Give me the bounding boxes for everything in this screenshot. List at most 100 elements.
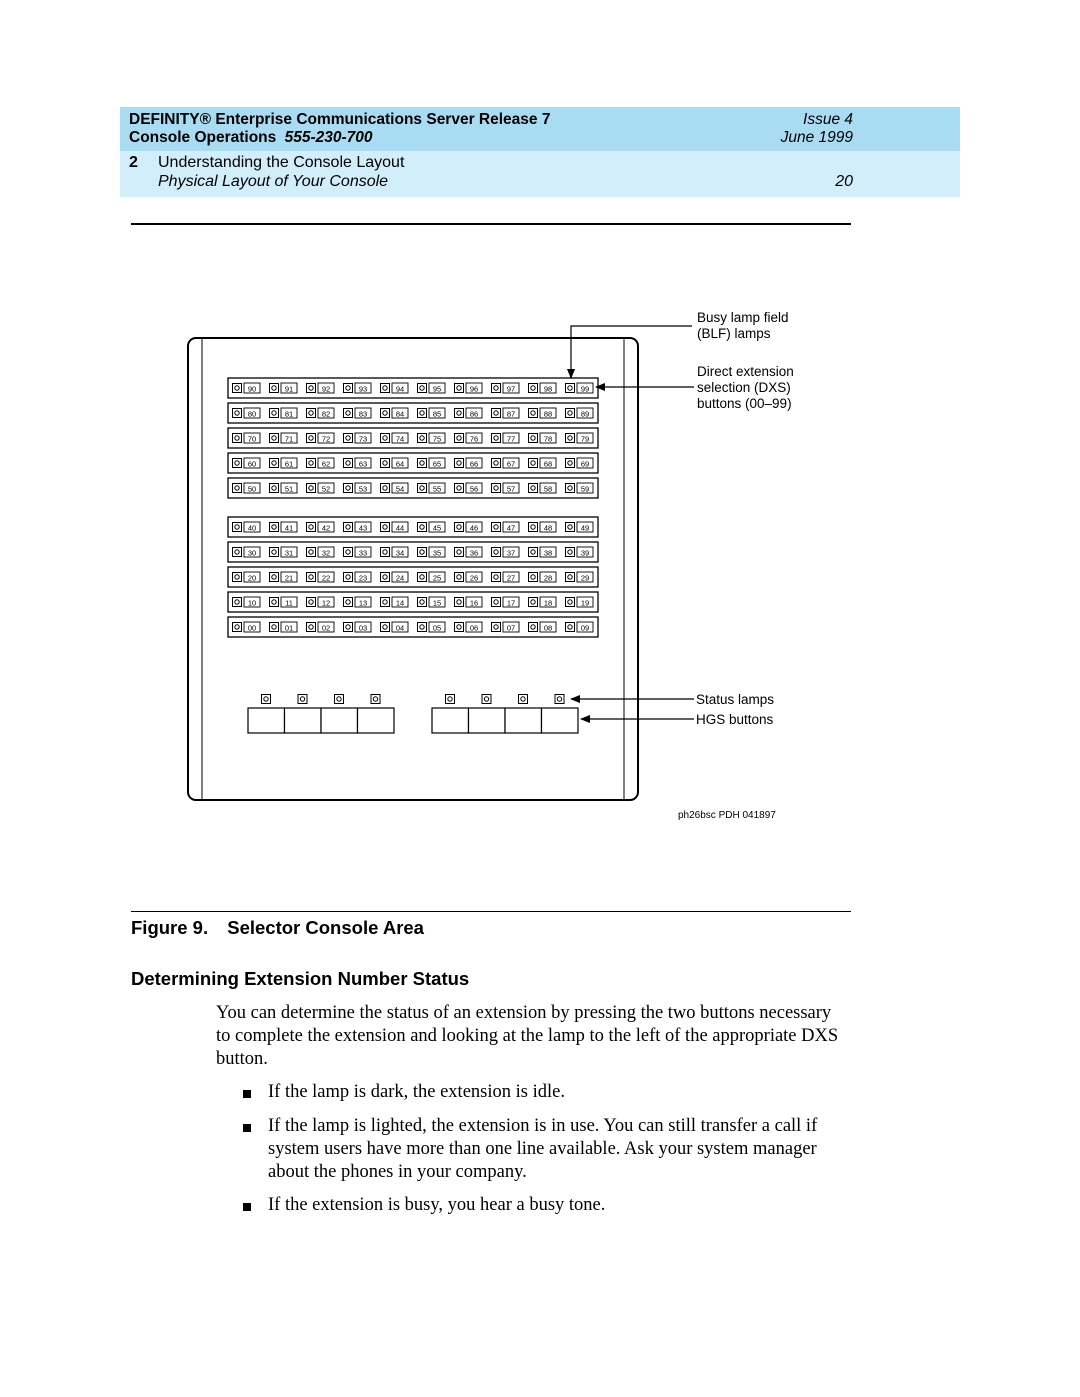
dxs-button-32[interactable]: 32 bbox=[306, 546, 335, 558]
dxs-button-08[interactable]: 08 bbox=[528, 621, 557, 633]
dxs-button-69[interactable]: 69 bbox=[565, 457, 594, 469]
hgs-button[interactable] bbox=[247, 707, 286, 734]
dxs-button-98[interactable]: 98 bbox=[528, 382, 557, 394]
hgs-button[interactable] bbox=[356, 707, 395, 734]
dxs-button-27[interactable]: 27 bbox=[491, 571, 520, 583]
dxs-button-19[interactable]: 19 bbox=[565, 596, 594, 608]
dxs-button-17[interactable]: 17 bbox=[491, 596, 520, 608]
dxs-button-14[interactable]: 14 bbox=[380, 596, 409, 608]
dxs-button-93[interactable]: 93 bbox=[343, 382, 372, 394]
dxs-button-50[interactable]: 50 bbox=[232, 482, 261, 494]
dxs-button-68[interactable]: 68 bbox=[528, 457, 557, 469]
dxs-button-20[interactable]: 20 bbox=[232, 571, 261, 583]
dxs-button-81[interactable]: 81 bbox=[269, 407, 298, 419]
dxs-button-10[interactable]: 10 bbox=[232, 596, 261, 608]
dxs-button-01[interactable]: 01 bbox=[269, 621, 298, 633]
dxs-button-59[interactable]: 59 bbox=[565, 482, 594, 494]
dxs-button-25[interactable]: 25 bbox=[417, 571, 446, 583]
dxs-button-06[interactable]: 06 bbox=[454, 621, 483, 633]
dxs-button-04[interactable]: 04 bbox=[380, 621, 409, 633]
dxs-button-71[interactable]: 71 bbox=[269, 432, 298, 444]
dxs-button-38[interactable]: 38 bbox=[528, 546, 557, 558]
dxs-button-88[interactable]: 88 bbox=[528, 407, 557, 419]
dxs-button-00[interactable]: 00 bbox=[232, 621, 261, 633]
dxs-button-41[interactable]: 41 bbox=[269, 521, 298, 533]
dxs-button-54[interactable]: 54 bbox=[380, 482, 409, 494]
dxs-button-44[interactable]: 44 bbox=[380, 521, 409, 533]
hgs-button[interactable] bbox=[540, 707, 579, 734]
dxs-button-46[interactable]: 46 bbox=[454, 521, 483, 533]
dxs-button-15[interactable]: 15 bbox=[417, 596, 446, 608]
dxs-button-51[interactable]: 51 bbox=[269, 482, 298, 494]
dxs-button-67[interactable]: 67 bbox=[491, 457, 520, 469]
dxs-button-84[interactable]: 84 bbox=[380, 407, 409, 419]
dxs-button-63[interactable]: 63 bbox=[343, 457, 372, 469]
dxs-button-87[interactable]: 87 bbox=[491, 407, 520, 419]
dxs-button-62[interactable]: 62 bbox=[306, 457, 335, 469]
dxs-button-11[interactable]: 11 bbox=[269, 596, 298, 608]
dxs-button-79[interactable]: 79 bbox=[565, 432, 594, 444]
dxs-button-49[interactable]: 49 bbox=[565, 521, 594, 533]
dxs-button-39[interactable]: 39 bbox=[565, 546, 594, 558]
dxs-button-36[interactable]: 36 bbox=[454, 546, 483, 558]
dxs-button-53[interactable]: 53 bbox=[343, 482, 372, 494]
dxs-button-75[interactable]: 75 bbox=[417, 432, 446, 444]
dxs-button-29[interactable]: 29 bbox=[565, 571, 594, 583]
dxs-button-65[interactable]: 65 bbox=[417, 457, 446, 469]
dxs-button-83[interactable]: 83 bbox=[343, 407, 372, 419]
dxs-button-73[interactable]: 73 bbox=[343, 432, 372, 444]
dxs-button-74[interactable]: 74 bbox=[380, 432, 409, 444]
hgs-button[interactable] bbox=[320, 707, 359, 734]
dxs-button-07[interactable]: 07 bbox=[491, 621, 520, 633]
hgs-button[interactable] bbox=[431, 707, 470, 734]
dxs-button-78[interactable]: 78 bbox=[528, 432, 557, 444]
dxs-button-28[interactable]: 28 bbox=[528, 571, 557, 583]
dxs-button-80[interactable]: 80 bbox=[232, 407, 261, 419]
dxs-button-97[interactable]: 97 bbox=[491, 382, 520, 394]
dxs-button-86[interactable]: 86 bbox=[454, 407, 483, 419]
dxs-button-89[interactable]: 89 bbox=[565, 407, 594, 419]
dxs-button-82[interactable]: 82 bbox=[306, 407, 335, 419]
dxs-button-48[interactable]: 48 bbox=[528, 521, 557, 533]
dxs-button-30[interactable]: 30 bbox=[232, 546, 261, 558]
dxs-button-85[interactable]: 85 bbox=[417, 407, 446, 419]
dxs-button-52[interactable]: 52 bbox=[306, 482, 335, 494]
dxs-button-23[interactable]: 23 bbox=[343, 571, 372, 583]
dxs-button-16[interactable]: 16 bbox=[454, 596, 483, 608]
dxs-button-40[interactable]: 40 bbox=[232, 521, 261, 533]
hgs-button[interactable] bbox=[467, 707, 506, 734]
dxs-button-47[interactable]: 47 bbox=[491, 521, 520, 533]
dxs-button-09[interactable]: 09 bbox=[565, 621, 594, 633]
dxs-button-94[interactable]: 94 bbox=[380, 382, 409, 394]
dxs-button-13[interactable]: 13 bbox=[343, 596, 372, 608]
dxs-button-37[interactable]: 37 bbox=[491, 546, 520, 558]
dxs-button-95[interactable]: 95 bbox=[417, 382, 446, 394]
hgs-button[interactable] bbox=[504, 707, 543, 734]
dxs-button-90[interactable]: 90 bbox=[232, 382, 261, 394]
dxs-button-24[interactable]: 24 bbox=[380, 571, 409, 583]
dxs-button-42[interactable]: 42 bbox=[306, 521, 335, 533]
dxs-button-64[interactable]: 64 bbox=[380, 457, 409, 469]
dxs-button-35[interactable]: 35 bbox=[417, 546, 446, 558]
dxs-button-21[interactable]: 21 bbox=[269, 571, 298, 583]
dxs-button-72[interactable]: 72 bbox=[306, 432, 335, 444]
dxs-button-60[interactable]: 60 bbox=[232, 457, 261, 469]
dxs-button-56[interactable]: 56 bbox=[454, 482, 483, 494]
dxs-button-99[interactable]: 99 bbox=[565, 382, 594, 394]
dxs-button-02[interactable]: 02 bbox=[306, 621, 335, 633]
dxs-button-55[interactable]: 55 bbox=[417, 482, 446, 494]
dxs-button-31[interactable]: 31 bbox=[269, 546, 298, 558]
dxs-button-12[interactable]: 12 bbox=[306, 596, 335, 608]
dxs-button-58[interactable]: 58 bbox=[528, 482, 557, 494]
dxs-button-57[interactable]: 57 bbox=[491, 482, 520, 494]
dxs-button-05[interactable]: 05 bbox=[417, 621, 446, 633]
dxs-button-66[interactable]: 66 bbox=[454, 457, 483, 469]
dxs-button-77[interactable]: 77 bbox=[491, 432, 520, 444]
dxs-button-76[interactable]: 76 bbox=[454, 432, 483, 444]
dxs-button-70[interactable]: 70 bbox=[232, 432, 261, 444]
dxs-button-33[interactable]: 33 bbox=[343, 546, 372, 558]
dxs-button-61[interactable]: 61 bbox=[269, 457, 298, 469]
dxs-button-03[interactable]: 03 bbox=[343, 621, 372, 633]
hgs-button[interactable] bbox=[283, 707, 322, 734]
dxs-button-91[interactable]: 91 bbox=[269, 382, 298, 394]
